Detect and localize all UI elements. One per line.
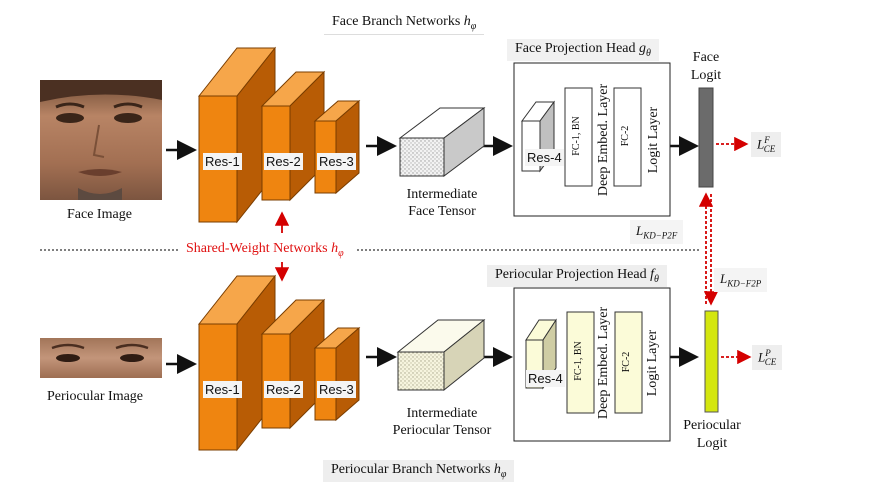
- face-head-symbol-sub: θ: [646, 47, 651, 59]
- face-ce-loss-symbol: L: [757, 136, 765, 152]
- face-res1-label: Res-1: [203, 153, 242, 170]
- peri-ce-loss-sub: CE: [764, 356, 777, 367]
- peri-branch-title-text: Periocular Branch Networks: [331, 462, 491, 477]
- peri-res4-label: Res-4: [526, 370, 565, 387]
- face-res4-label: Res-4: [525, 149, 564, 166]
- face-logit-bar: [698, 87, 714, 188]
- face-res3-label: Res-3: [317, 153, 356, 170]
- face-fc1-label: FC-1, BN: [571, 116, 582, 156]
- peri-tensor-cube: [396, 318, 486, 392]
- peri-embed-label: Deep Embed. Layer: [596, 306, 611, 420]
- face-res-blocks: [197, 46, 361, 224]
- face-ce-loss-sup: F: [764, 135, 770, 145]
- kd-f2p-loss-sub: KD−F2P: [727, 278, 762, 289]
- peri-image-label: Periocular Image: [47, 389, 144, 404]
- peri-logit-label-line2: Logit: [696, 436, 728, 451]
- face-branch-symbol-sub: φ: [470, 20, 477, 32]
- peri-logit-bar: [704, 310, 719, 413]
- peri-res1-label: Res-1: [203, 381, 242, 398]
- peri-branch-title: Periocular Branch Networks hφ: [323, 460, 515, 482]
- face-res3-block: [313, 99, 361, 195]
- shared-weights-symbol: h: [331, 241, 339, 256]
- face-tensor-label: Intermediate Face Tensor: [387, 186, 497, 220]
- shared-weights-title: Shared-Weight Networks hφ: [178, 239, 352, 261]
- peri-fc2-label: FC-2: [621, 351, 632, 373]
- face-tensor-cube: [398, 107, 486, 177]
- face-logit-layer-label: Logit Layer: [646, 106, 661, 174]
- peri-logit-layer-label: Logit Layer: [645, 329, 660, 397]
- kd-p2f-loss-sub: KD−P2F: [643, 230, 678, 241]
- face-head-title-text: Face Projection Head: [515, 41, 636, 56]
- peri-res3-block: [313, 326, 361, 422]
- kd-p2f-loss-symbol: L: [636, 223, 644, 238]
- face-embed-label: Deep Embed. Layer: [596, 83, 611, 197]
- peri-head-symbol-sub: θ: [654, 273, 659, 285]
- peri-tensor-label: Intermediate Periocular Tensor: [378, 405, 506, 439]
- face-ce-loss: LFCE: [751, 132, 782, 157]
- peri-logit-label-line1: Periocular: [683, 418, 741, 433]
- kd-p2f-loss: LKD−P2F: [630, 220, 684, 244]
- periocular-image-photo: [40, 338, 162, 378]
- peri-head-title: Periocular Projection Head fθ: [487, 265, 667, 287]
- peri-ce-loss: LPCE: [752, 345, 783, 370]
- face-res2-label: Res-2: [264, 153, 303, 170]
- face-logit-label: Face Logit: [676, 49, 736, 85]
- peri-head-symbol: f: [650, 267, 655, 282]
- peri-tensor-label-line1: Intermediate: [406, 406, 478, 421]
- peri-head-title-text: Periocular Projection Head: [495, 267, 647, 282]
- peri-fc2-box: [614, 311, 643, 414]
- face-head-symbol: g: [639, 41, 647, 56]
- face-ce-loss-sub: CE: [763, 143, 776, 154]
- peri-res3-label: Res-3: [317, 381, 356, 398]
- peri-res2-label: Res-2: [264, 381, 303, 398]
- face-branch-symbol: h: [463, 14, 471, 29]
- face-fc2-label: FC-2: [620, 125, 631, 147]
- face-image-photo: [40, 80, 162, 200]
- shared-weights-title-text: Shared-Weight Networks: [186, 241, 328, 256]
- kd-f2p-loss-symbol: L: [720, 271, 728, 286]
- peri-res2-block: [260, 298, 326, 430]
- peri-tensor-label-line2: Periocular Tensor: [392, 423, 492, 438]
- face-logit-label-line2: Logit: [690, 68, 722, 83]
- peri-logit-label: Periocular Logit: [672, 417, 752, 453]
- peri-ce-loss-sup: P: [765, 348, 771, 358]
- peri-res-blocks: [197, 274, 361, 452]
- peri-ce-loss-symbol: L: [758, 349, 766, 365]
- face-tensor-label-line2: Face Tensor: [408, 204, 476, 219]
- peri-branch-symbol-sub: φ: [500, 468, 507, 480]
- peri-fc1-box: [566, 311, 595, 414]
- face-image-label: Face Image: [67, 207, 132, 222]
- kd-f2p-loss: LKD−F2P: [714, 268, 768, 292]
- face-branch-title-text: Face Branch Networks: [332, 14, 461, 29]
- face-fc2-box: [613, 87, 642, 187]
- face-branch-title: Face Branch Networks hφ: [324, 12, 485, 35]
- peri-fc1-label: FC-1, BN: [573, 341, 584, 381]
- face-logit-label-line1: Face: [692, 50, 720, 65]
- face-tensor-label-line1: Intermediate: [406, 187, 478, 202]
- face-head-title: Face Projection Head gθ: [507, 39, 659, 61]
- face-fc1-box: [564, 87, 593, 187]
- shared-weights-symbol-sub: φ: [338, 247, 344, 259]
- peri-branch-symbol: h: [493, 462, 501, 477]
